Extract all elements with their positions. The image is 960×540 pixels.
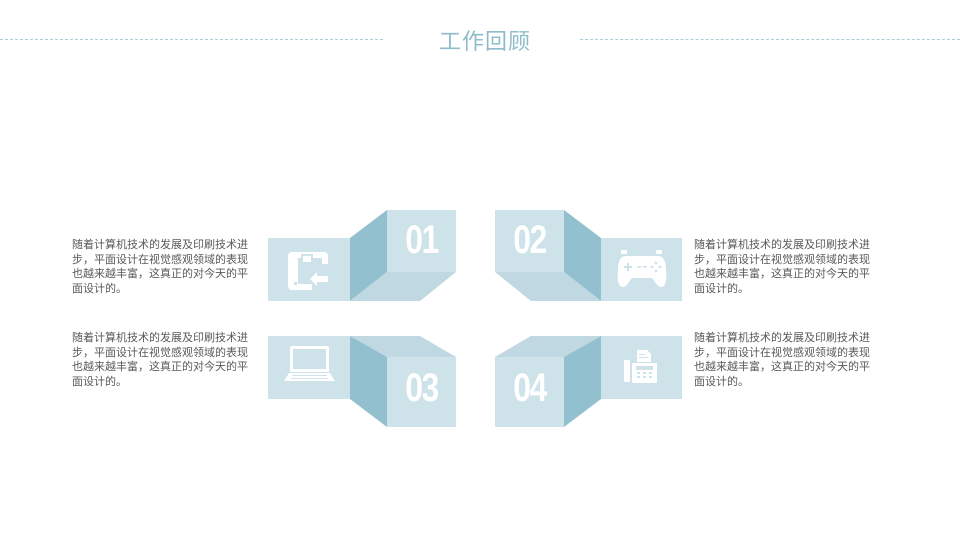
block-number-03: 03 xyxy=(405,366,439,410)
block-03 xyxy=(268,336,456,427)
block-number-01: 01 xyxy=(405,218,439,262)
laptop-icon xyxy=(284,346,335,381)
title-divider-right xyxy=(580,39,960,40)
gamepad-icon xyxy=(617,250,667,287)
item-description-03: 随着计算机技术的发展及印刷技术进步，平面设计在视觉感观领域的表现也越来越丰富，这… xyxy=(72,331,248,388)
block-number-02: 02 xyxy=(513,218,547,262)
block-number-04: 04 xyxy=(513,366,547,410)
item-description-04: 随着计算机技术的发展及印刷技术进步，平面设计在视觉感观领域的表现也越来越丰富，这… xyxy=(694,331,870,388)
block-04 xyxy=(495,336,682,427)
fax-machine-icon xyxy=(624,350,657,383)
title-divider-left xyxy=(0,39,383,40)
item-description-02: 随着计算机技术的发展及印刷技术进步，平面设计在视觉感观领域的表现也越来越丰富，这… xyxy=(694,238,870,295)
block-01 xyxy=(268,210,456,301)
floppy-export-icon xyxy=(288,252,328,290)
page-title: 工作回顾 xyxy=(438,30,531,55)
item-description-01: 随着计算机技术的发展及印刷技术进步，平面设计在视觉感观领域的表现也越来越丰富，这… xyxy=(72,238,248,295)
